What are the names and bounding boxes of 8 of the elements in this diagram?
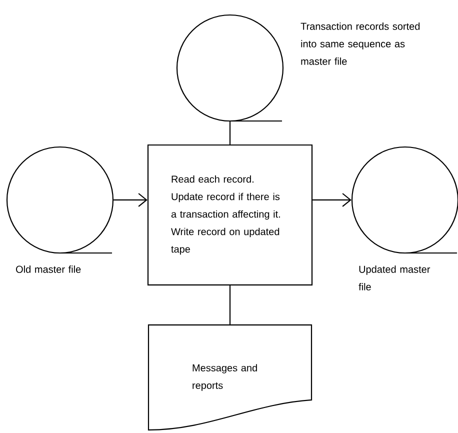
arrow <box>114 193 148 207</box>
node-label: Transaction records sorted into same sequence as master file <box>300 22 420 65</box>
connector-line <box>229 286 231 324</box>
process-box: Read each record. Update record if there is a transaction affecting it. Write record on updated tape <box>147 144 313 286</box>
node-label: Updated master file <box>358 266 430 290</box>
arrow <box>312 193 352 207</box>
connector-line <box>229 122 231 144</box>
node-label: Old master file <box>16 266 81 273</box>
